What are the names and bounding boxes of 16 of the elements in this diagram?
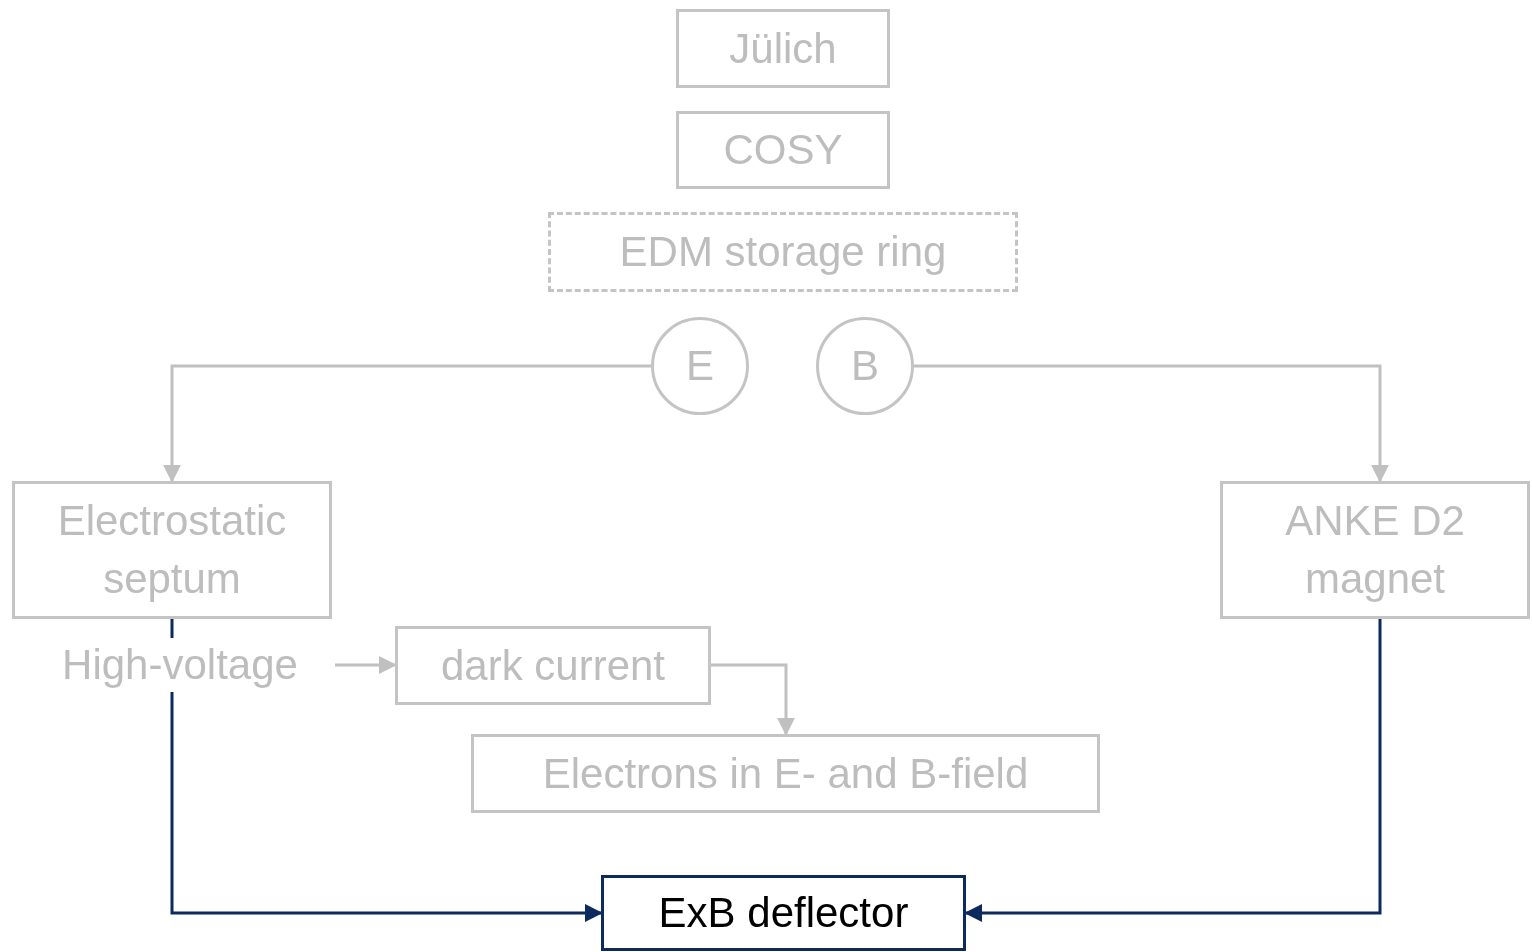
process-box: dark current xyxy=(395,626,711,705)
process-box: COSY xyxy=(676,111,890,189)
arrow xyxy=(964,619,1382,922)
process-box: Electrons in E- and B-field xyxy=(471,734,1100,813)
process-box: ExB deflector xyxy=(601,875,966,951)
process-box: Electrostatic septum xyxy=(12,481,332,619)
arrow xyxy=(335,656,397,674)
field-circle: E xyxy=(651,317,749,415)
process-box: ANKE D2 magnet xyxy=(1220,481,1530,619)
process-box: Jülich xyxy=(676,9,890,88)
arrow xyxy=(163,364,651,483)
arrow xyxy=(914,364,1389,483)
arrow xyxy=(170,692,603,922)
dashed-box: EDM storage ring xyxy=(548,212,1018,292)
arrow xyxy=(711,663,795,736)
field-circle: B xyxy=(816,317,914,415)
